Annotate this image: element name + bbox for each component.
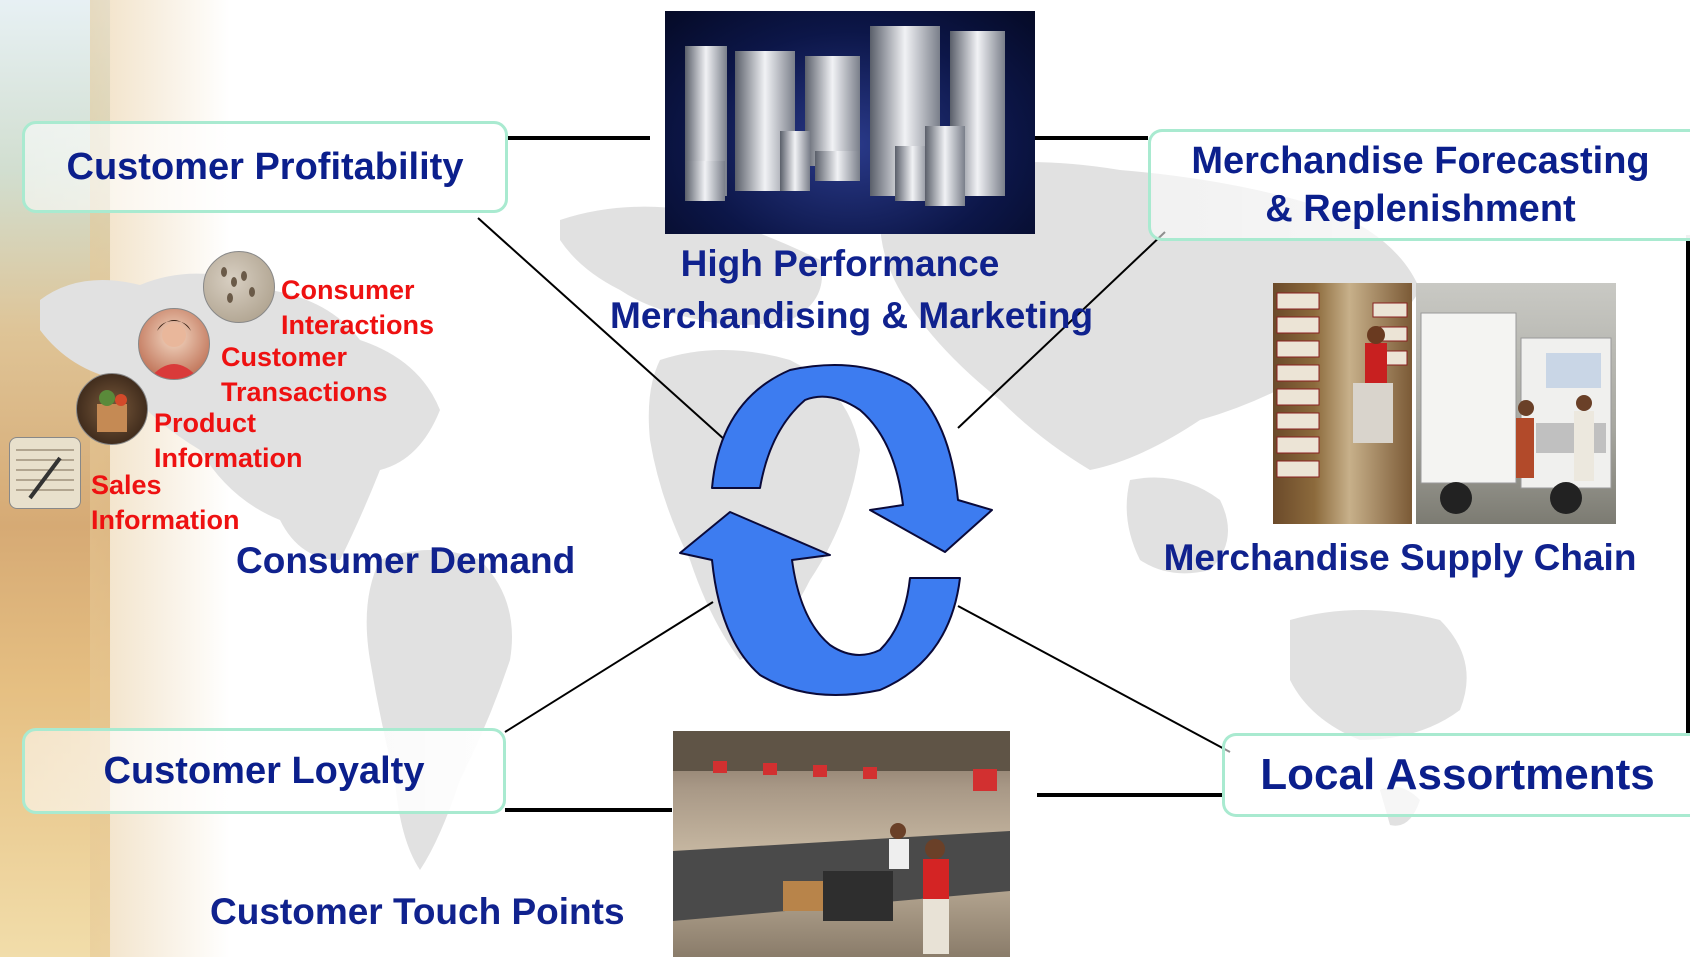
consumer-interactions-line2: Interactions: [281, 310, 435, 340]
node-customer-loyalty-text: Customer Loyalty: [103, 749, 425, 792]
sales-receipt-photo: [9, 437, 81, 509]
label-customer-touch-points: Customer Touch Points: [210, 891, 625, 933]
label-consumer-interactions: Consumer Interactions: [281, 273, 434, 343]
checkout-illustration: [673, 731, 1010, 954]
sales-information-line2: Information: [91, 505, 240, 535]
node-forecasting-line2: & Replenishment: [1265, 188, 1576, 230]
warehouse-shelves-illustration: [1276, 292, 1408, 478]
server-room-photo: [665, 11, 1035, 234]
diagonal-loyalty-to-center: [504, 601, 714, 733]
customer-transactions-line1: Customer: [221, 342, 348, 372]
consumer-interactions-line1: Consumer: [281, 275, 415, 305]
truck-illustration: [1420, 312, 1612, 514]
label-touch-points-text: Customer Touch Points: [210, 891, 625, 932]
node-merchandise-forecasting: Merchandise Forecasting & Replenishment: [1148, 129, 1690, 241]
customer-portrait-photo: [138, 308, 210, 380]
node-local-assortments-text: Local Assortments: [1260, 750, 1655, 799]
node-customer-profitability: Customer Profitability: [22, 121, 508, 213]
diagonal-forecasting-to-center: [957, 231, 1166, 429]
node-customer-profitability-text: Customer Profitability: [66, 145, 464, 188]
product-information-line2: Information: [154, 443, 303, 473]
diagonal-assortments-to-center: [957, 605, 1231, 753]
checkout-photo: [673, 731, 1010, 957]
warehouse-photo: [1273, 283, 1412, 524]
label-product-information: Product Information: [154, 406, 303, 476]
footprints-photo: [203, 251, 275, 323]
truck-photo: [1416, 283, 1616, 524]
label-supply-chain-text: Merchandise Supply Chain: [1163, 537, 1637, 578]
node-forecasting-line1: Merchandise Forecasting: [1191, 140, 1650, 182]
sales-receipt-illustration: [16, 449, 74, 500]
label-consumer-demand-text: Consumer Demand: [236, 540, 576, 581]
label-sales-information: Sales Information: [91, 468, 240, 538]
label-high-performance-line1: High Performance: [680, 243, 1000, 284]
node-customer-loyalty: Customer Loyalty: [22, 728, 506, 814]
label-high-performance: High Performance Merchandising & Marketi…: [610, 238, 1094, 342]
server-illustration: [685, 26, 1005, 206]
footprints-illustration: [221, 267, 255, 303]
product-photo: [76, 373, 148, 445]
product-illustration: [97, 390, 127, 432]
diagonal-profitability-to-center: [477, 217, 726, 441]
product-information-line1: Product: [154, 408, 257, 438]
label-customer-transactions: Customer Transactions: [221, 340, 388, 410]
label-high-performance-line2: Merchandising & Marketing: [610, 295, 1094, 336]
label-supply-chain: Merchandise Supply Chain: [1160, 537, 1640, 579]
customer-portrait-illustration: [149, 320, 199, 379]
label-consumer-demand: Consumer Demand: [236, 540, 576, 582]
node-local-assortments: Local Assortments: [1222, 733, 1690, 817]
sales-information-line1: Sales: [91, 470, 162, 500]
customer-transactions-line2: Transactions: [221, 377, 388, 407]
